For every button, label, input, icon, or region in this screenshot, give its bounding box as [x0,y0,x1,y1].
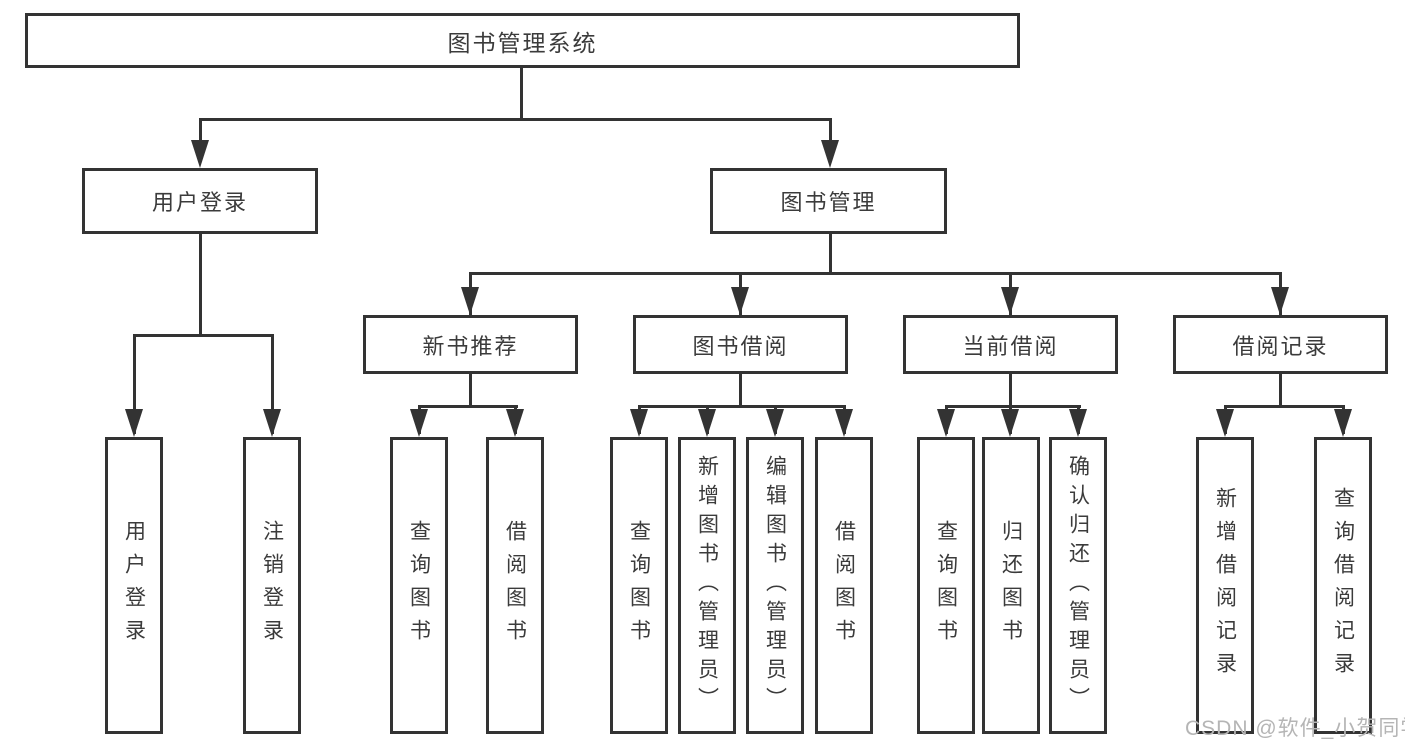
arrow-down-icon [835,409,853,437]
connector-line [1279,374,1282,408]
leaf-borrow-books-newbooks: 借阅图书 [486,437,544,734]
leaf-edit-book-admin: 编辑图书（管理员） [746,437,804,734]
arrow-down-icon [1334,409,1352,437]
arrow-down-icon [766,409,784,437]
arrow-down-icon [506,409,524,437]
node-current-borrowing-label: 当前借阅 [962,333,1059,359]
leaf-return-books-label: 归还图书 [999,519,1023,652]
leaf-query-books-newbooks: 查询图书 [390,437,448,734]
leaf-logout-label: 注销登录 [260,519,284,652]
leaf-add-book-admin: 新增图书（管理员） [678,437,736,734]
leaf-edit-book-admin-label: 编辑图书（管理员） [763,455,787,716]
connector-line [133,334,274,337]
arrow-down-icon [698,409,716,437]
arrow-down-icon [461,287,479,315]
connector-line [133,334,136,434]
arrow-down-icon [630,409,648,437]
node-user-login-label: 用户登录 [151,190,248,215]
leaf-query-books-current: 查询图书 [917,437,975,734]
arrow-down-icon [1271,287,1289,315]
leaf-borrow-books-borrowing-label: 借阅图书 [832,519,856,652]
leaf-add-borrow-record: 新增借阅记录 [1196,437,1254,734]
connector-line [418,405,518,408]
arrow-down-icon [410,409,428,437]
arrow-down-icon [1001,409,1019,437]
connector-line [1009,374,1012,408]
leaf-add-borrow-record-label: 新增借阅记录 [1213,486,1237,685]
arrow-down-icon [821,140,839,168]
leaf-query-books-newbooks-label: 查询图书 [407,519,431,652]
connector-line [199,118,832,121]
leaf-query-books-current-label: 查询图书 [934,519,958,652]
connector-line [520,68,523,120]
leaf-query-borrow-record: 查询借阅记录 [1314,437,1372,734]
leaf-borrow-books-borrowing: 借阅图书 [815,437,873,734]
node-book-management: 图书管理 [710,168,947,234]
arrow-down-icon [1216,409,1234,437]
connector-line [469,272,1282,275]
arrow-down-icon [937,409,955,437]
connector-line [1224,405,1345,408]
node-root: 图书管理系统 [25,13,1020,68]
arrow-down-icon [1001,287,1019,315]
watermark: CSDN @软件_小贺同学 [1185,717,1405,740]
connector-line [638,405,846,408]
connector-line [469,374,472,408]
arrow-down-icon [263,409,281,437]
leaf-query-books-borrowing-label: 查询图书 [627,519,651,652]
node-book-management-label: 图书管理 [780,190,877,215]
connector-line [945,405,1081,408]
leaf-return-books: 归还图书 [982,437,1040,734]
connector-line [829,234,832,275]
leaf-logout: 注销登录 [243,437,301,734]
node-new-book-recommendation-label: 新书推荐 [422,333,519,359]
leaf-borrow-books-newbooks-label: 借阅图书 [503,519,527,652]
arrow-down-icon [125,409,143,437]
leaf-user-login-label: 用户登录 [122,519,146,652]
node-book-borrowing-label: 图书借阅 [692,333,789,359]
leaf-user-login: 用户登录 [105,437,163,734]
arrow-down-icon [731,287,749,315]
node-user-login: 用户登录 [82,168,318,234]
leaf-query-borrow-record-label: 查询借阅记录 [1331,486,1355,685]
node-borrowing-records-label: 借阅记录 [1232,333,1329,359]
leaf-confirm-return-admin-label: 确认归还（管理员） [1066,455,1090,716]
connector-line [199,234,202,337]
connector-line [199,118,202,144]
node-new-book-recommendation: 新书推荐 [363,315,578,374]
node-current-borrowing: 当前借阅 [903,315,1118,374]
leaf-query-books-borrowing: 查询图书 [610,437,668,734]
leaf-confirm-return-admin: 确认归还（管理员） [1049,437,1107,734]
node-root-label: 图书管理系统 [447,29,598,56]
node-book-borrowing: 图书借阅 [633,315,848,374]
arrow-down-icon [1069,409,1087,437]
leaf-add-book-admin-label: 新增图书（管理员） [695,455,719,716]
connector-line [739,374,742,408]
connector-line [271,334,274,434]
arrow-down-icon [191,140,209,168]
connector-line [829,118,832,144]
node-borrowing-records: 借阅记录 [1173,315,1388,374]
